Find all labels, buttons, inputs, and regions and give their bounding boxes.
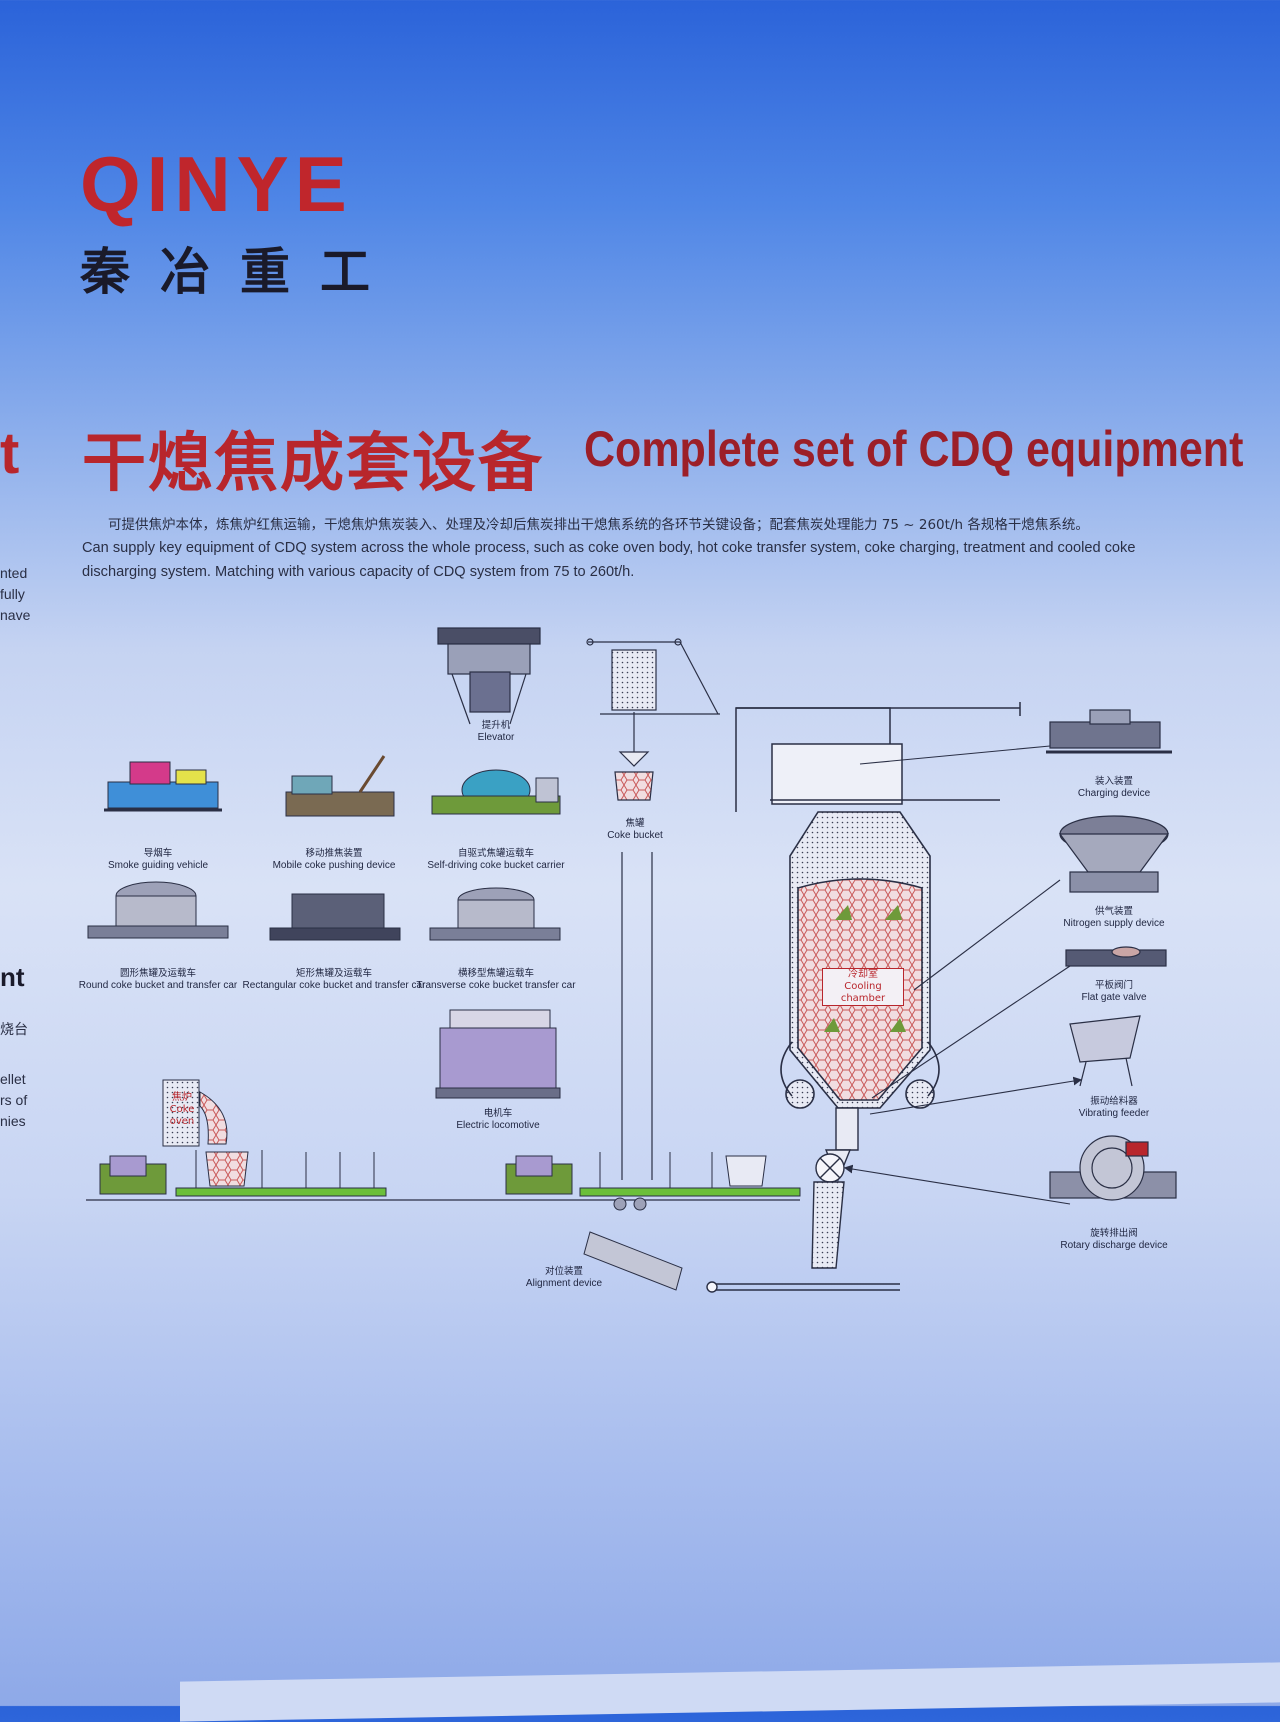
vibrating-feeder-icon xyxy=(1070,1016,1140,1086)
center-train-icon xyxy=(506,1152,800,1196)
left-train-icon xyxy=(100,1150,386,1196)
charging-device-icon xyxy=(1046,710,1172,752)
rotary-discharge-icon xyxy=(1050,1136,1176,1200)
elevator-icon xyxy=(438,628,540,724)
flat-gate-valve-icon xyxy=(1066,947,1166,966)
rect-bucket-car-icon xyxy=(270,894,400,940)
mobile-coke-pushing-icon xyxy=(286,756,394,816)
self-driving-carrier-icon xyxy=(432,770,560,814)
smoke-guiding-vehicle-icon xyxy=(104,762,222,810)
round-bucket-car-icon xyxy=(88,882,228,938)
cdq-tower-frame xyxy=(736,702,1020,812)
cooling-chamber-icon xyxy=(781,812,939,1108)
coke-bucket-hoist-icon xyxy=(587,639,720,1180)
transverse-bucket-car-icon xyxy=(430,888,560,940)
electric-locomotive-icon xyxy=(436,1010,560,1098)
nitrogen-supply-icon xyxy=(1060,816,1168,892)
